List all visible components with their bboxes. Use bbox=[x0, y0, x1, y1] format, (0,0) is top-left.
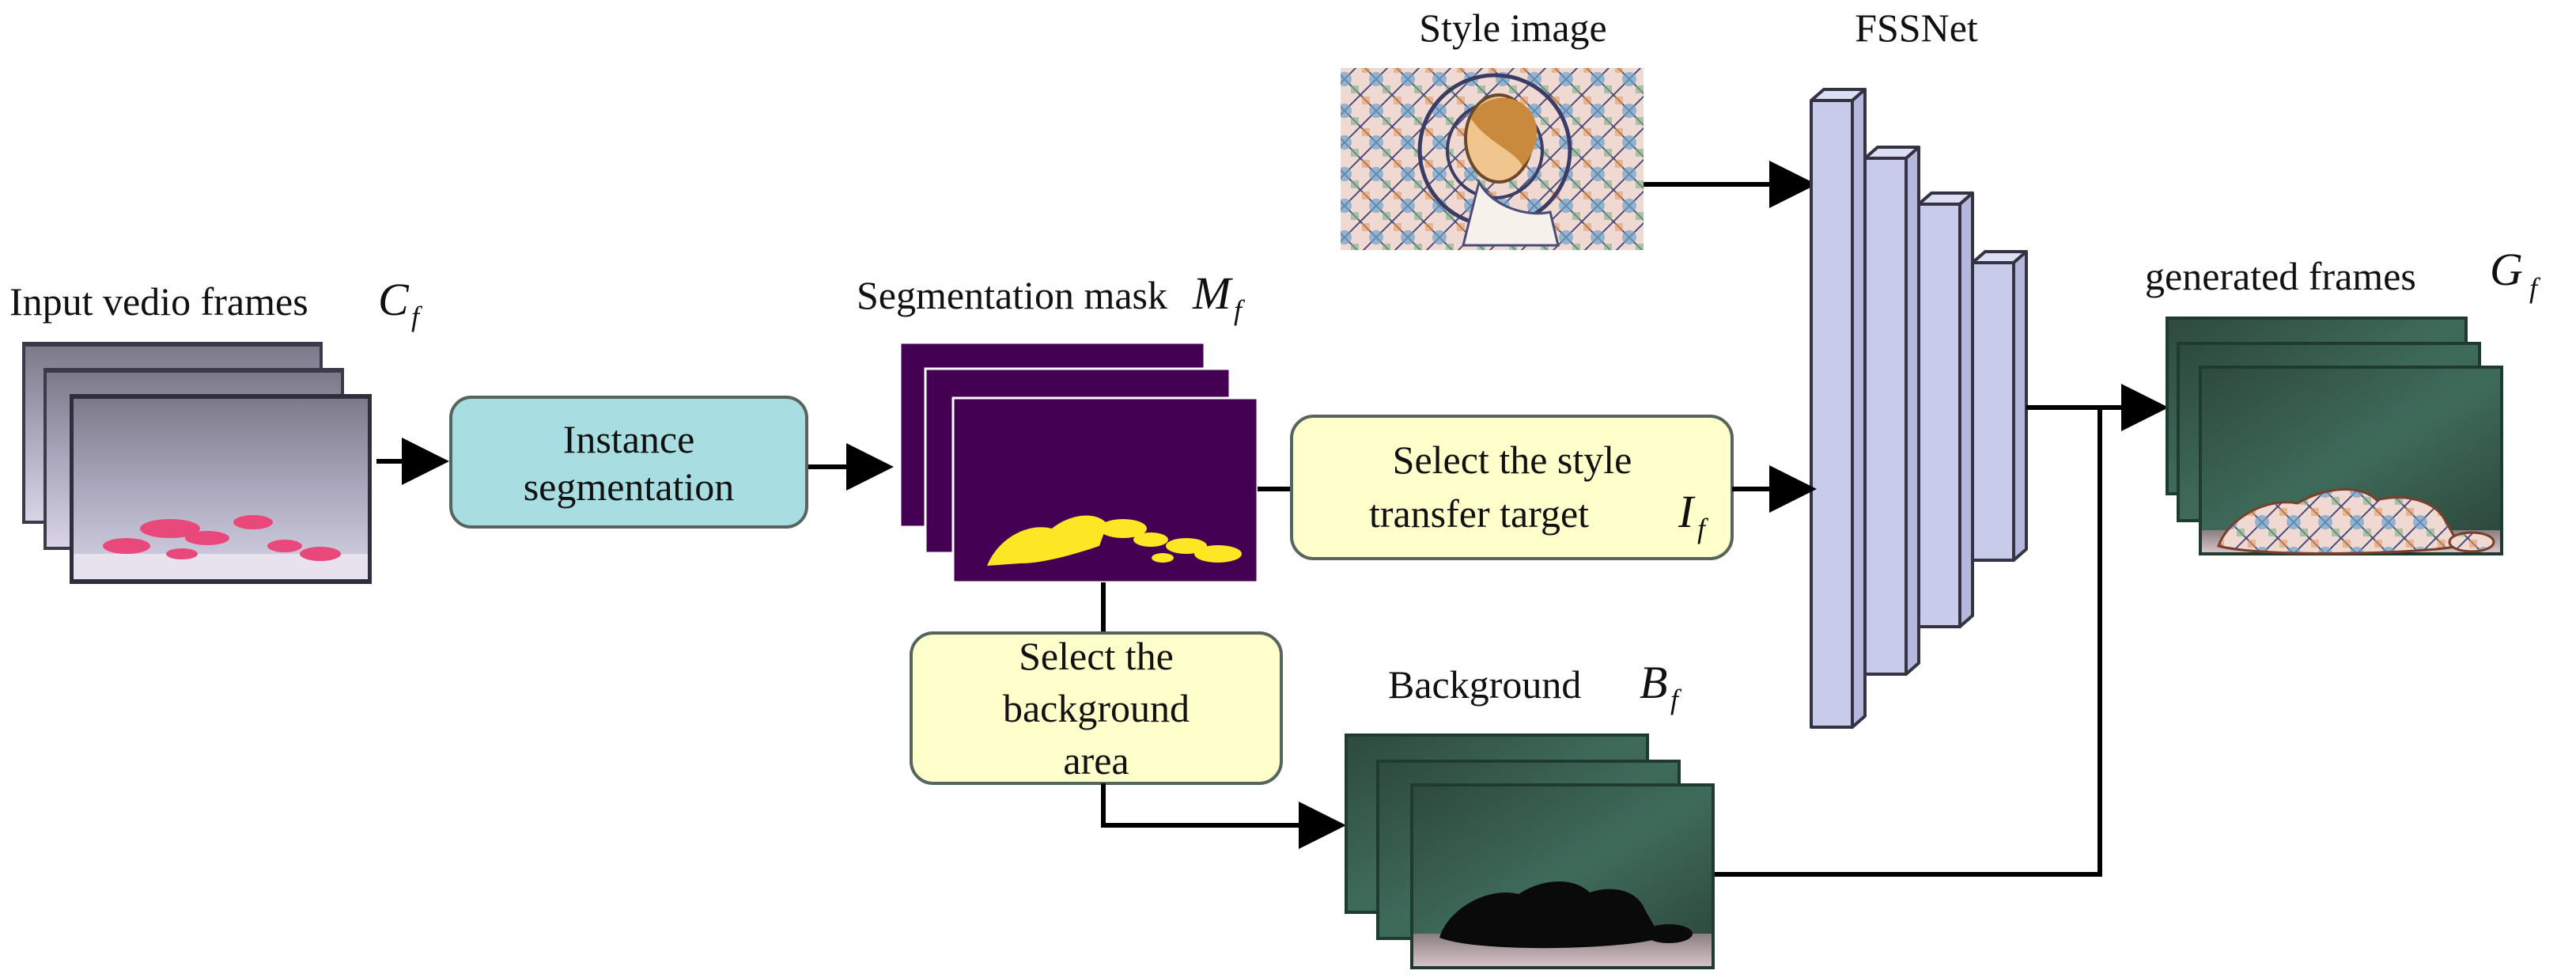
select-background-box: Select the background area bbox=[910, 631, 1283, 785]
instance-seg-line2: segmentation bbox=[524, 464, 735, 509]
pink-fish-group bbox=[103, 515, 341, 561]
line-background-to-output bbox=[1715, 408, 2102, 877]
mask-fish-shapes bbox=[987, 515, 1242, 566]
style-image-text: Style image bbox=[1419, 6, 1606, 50]
instance-segmentation-box: Instance segmentation bbox=[449, 396, 808, 529]
select-bg-line3: area bbox=[1063, 738, 1129, 783]
fssnet-layer-2 bbox=[1863, 146, 1920, 676]
select-target-box: Select the style transfer target I f bbox=[1290, 415, 1734, 560]
input-frames-subscript: f bbox=[411, 301, 423, 332]
generated-subscript: f bbox=[2529, 272, 2541, 304]
input-frame-front bbox=[70, 394, 372, 584]
style-image-label: Style image bbox=[1419, 6, 1606, 50]
fssnet-text: FSSNet bbox=[1855, 6, 1978, 50]
target-symbol: I bbox=[1678, 486, 1696, 537]
style-image bbox=[1341, 68, 1644, 250]
fssnet-label: FSSNet bbox=[1855, 6, 1978, 50]
input-frames-stack bbox=[22, 342, 372, 584]
fssnet-layer-1 bbox=[1810, 88, 1867, 729]
input-frames-label: Input vedio frames C f bbox=[9, 274, 423, 332]
seg-mask-symbol: M bbox=[1192, 267, 1233, 319]
background-subscript: f bbox=[1670, 684, 1682, 715]
background-frames-stack bbox=[1345, 734, 1715, 969]
select-target-line2: transfer target bbox=[1369, 491, 1589, 536]
generated-symbol: G bbox=[2490, 244, 2523, 295]
seg-mask-subscript: f bbox=[1234, 294, 1246, 326]
generated-frames-stack bbox=[2166, 317, 2503, 555]
seg-mask-text: Segmentation mask bbox=[857, 273, 1167, 317]
input-frames-symbol: C bbox=[378, 274, 410, 325]
arrow-bg-select-to-background bbox=[1101, 783, 1346, 849]
segmentation-mask-label: Segmentation mask M f bbox=[857, 267, 1246, 326]
fssnet-layer-3 bbox=[1917, 191, 1974, 628]
generated-frames-label: generated frames G f bbox=[2145, 244, 2541, 304]
background-frame-front bbox=[1410, 783, 1715, 969]
stylized-fish-group bbox=[2217, 488, 2495, 555]
segmentation-mask-stack bbox=[898, 341, 1259, 584]
fssnet-layer-4 bbox=[1971, 250, 2028, 562]
select-bg-line2: background bbox=[1003, 686, 1190, 730]
input-frames-text: Input vedio frames bbox=[9, 279, 308, 324]
generated-frame-front bbox=[2199, 366, 2503, 555]
background-label: Background B f bbox=[1388, 657, 1682, 715]
select-bg-line1: Select the bbox=[1019, 634, 1174, 678]
instance-seg-line1: Instance bbox=[563, 417, 695, 461]
select-target-line1: Select the style bbox=[1393, 438, 1632, 482]
background-symbol: B bbox=[1640, 657, 1667, 708]
background-fish-holes bbox=[1439, 881, 1693, 949]
background-text: Background bbox=[1388, 662, 1581, 707]
fssnet-network bbox=[1810, 88, 2028, 729]
generated-frames-text: generated frames bbox=[2145, 254, 2416, 298]
